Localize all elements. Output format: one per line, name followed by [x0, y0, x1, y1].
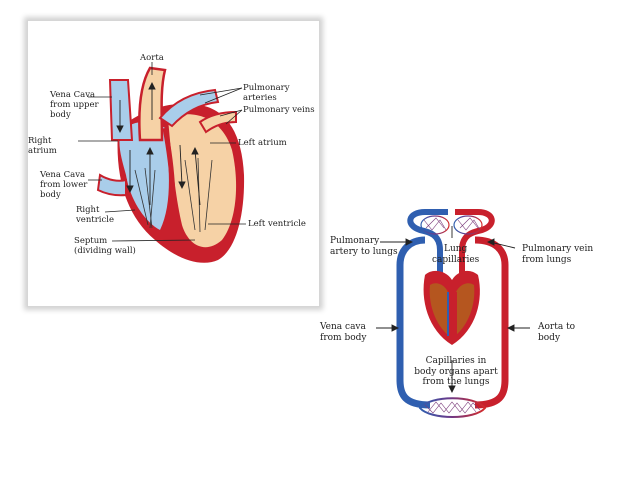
right-chambers — [119, 121, 169, 230]
circulation-heart-right — [429, 283, 448, 335]
label-aorta: Aorta — [140, 53, 164, 63]
label-pulmonary-arteries: Pulmonary arteries — [243, 83, 290, 103]
circulation-heart-left — [456, 283, 475, 335]
label-pulmonary-artery: Pulmonary artery to lungs — [330, 236, 398, 257]
pulmonary-artery-vessel — [158, 88, 220, 128]
left-chambers — [168, 114, 237, 248]
lung-capillary-bed — [420, 215, 483, 235]
vena-cava-lower-vessel — [96, 173, 127, 197]
septum-wall — [162, 127, 176, 239]
label-right-ventricle: Right ventricle — [76, 205, 115, 225]
label-vena-cava-lower: Vena Cava from lower body — [40, 170, 88, 200]
label-lung-capillaries: Lung capillaries — [432, 244, 480, 265]
label-septum: Septum (dividing wall) — [74, 236, 136, 256]
vena-cava-upper-vessel — [108, 79, 134, 141]
pulmonary-vein-vessel — [198, 110, 237, 134]
label-right-atrium: Right atrium — [28, 136, 57, 156]
label-vena-cava: Vena cava from body — [320, 322, 367, 343]
label-left-atrium: Left atrium — [238, 138, 287, 148]
systemic-loop-left — [396, 236, 431, 409]
body-capillary-bed — [418, 397, 487, 418]
label-aorta-to-body: Aorta to body — [538, 322, 576, 343]
label-pulmonary-vein: Pulmonary vein from lungs — [522, 244, 594, 265]
label-left-ventricle: Left ventricle — [248, 219, 306, 229]
label-body-capillaries: Capillaries in body organs apart from th… — [414, 356, 498, 387]
heart-illustration — [78, 62, 246, 263]
pulmonary-loop-right — [455, 209, 495, 275]
circulation-illustration — [376, 209, 530, 418]
pulmonary-loop-left — [407, 209, 448, 275]
label-pulmonary-veins: Pulmonary veins — [243, 105, 315, 115]
label-vena-cava-upper: Vena Cava from upper body — [50, 90, 99, 120]
